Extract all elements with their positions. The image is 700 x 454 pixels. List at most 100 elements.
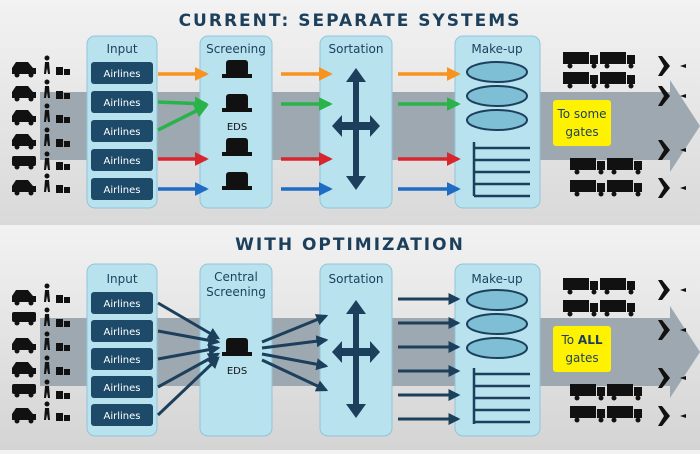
carousel-icon xyxy=(466,337,528,359)
airplane-icon xyxy=(648,178,686,198)
airline-box xyxy=(91,149,153,171)
bottom-gates-line2: gates xyxy=(565,351,598,365)
bottom-screening-header-line2: Screening xyxy=(206,285,266,299)
bottom-diverging-arrows xyxy=(261,314,329,392)
luggage-icon xyxy=(56,295,70,303)
bottom-eds-label: EDS xyxy=(227,366,247,377)
car-icon xyxy=(12,180,36,196)
flow-arrow-green xyxy=(157,96,209,111)
airplane-icon xyxy=(648,280,686,300)
airplane-icon xyxy=(648,368,686,388)
bottom-makeup-arrows xyxy=(398,293,461,425)
carousel-icon xyxy=(466,313,528,335)
bottom-airline-boxes: Airlines Airlines Airlines Airlines Airl… xyxy=(91,292,153,426)
flow-arrow-navy xyxy=(261,358,329,392)
flow-arrow-navy xyxy=(157,329,221,347)
flow-arrow-navy xyxy=(261,314,329,344)
truck-icon xyxy=(563,278,598,295)
luggage-icon xyxy=(56,162,70,170)
passenger-icon xyxy=(44,127,50,146)
bus-icon xyxy=(12,312,36,326)
airplane-icon xyxy=(648,56,686,76)
airline-box xyxy=(91,348,153,370)
luggage-icon xyxy=(56,67,70,75)
luggage-icon xyxy=(56,391,70,399)
eds-machine-icon xyxy=(222,138,252,156)
bottom-trucks-planes xyxy=(563,278,686,426)
luggage-icon xyxy=(56,343,70,351)
passenger-icon xyxy=(44,331,50,350)
luggage-icon xyxy=(56,185,70,193)
airline-box xyxy=(91,120,153,142)
top-input-header: Input xyxy=(106,42,137,56)
passenger-icon xyxy=(44,379,50,398)
bottom-converging-arrows xyxy=(156,301,221,417)
truck-icon xyxy=(563,72,598,89)
airline-box xyxy=(91,320,153,342)
top-screening-header: Screening xyxy=(206,42,266,56)
car-icon xyxy=(12,110,36,126)
passenger-icon xyxy=(44,79,50,98)
top-makeup-header: Make-up xyxy=(471,42,522,56)
airline-label: Airlines xyxy=(104,156,141,167)
gates-emphasis: ALL xyxy=(578,333,603,347)
airplane-icon xyxy=(648,140,686,160)
top-gates-box xyxy=(553,100,611,146)
airplane-icon xyxy=(648,86,686,106)
passenger-icon xyxy=(44,173,50,192)
bottom-sortation-arrow-icon xyxy=(332,300,380,418)
top-gates-line2: gates xyxy=(565,125,598,139)
top-flow-arrows xyxy=(157,67,461,196)
truck-icon xyxy=(600,52,635,69)
airline-label: Airlines xyxy=(104,185,141,196)
airline-label: Airlines xyxy=(104,355,141,366)
top-screening-panel xyxy=(199,35,273,209)
bottom-makeup-header: Make-up xyxy=(471,272,522,286)
passenger-icon xyxy=(44,307,50,326)
eds-machine-icon xyxy=(222,60,252,78)
luggage-icon xyxy=(56,115,70,123)
truck-icon xyxy=(607,180,642,197)
top-passengers xyxy=(12,55,70,196)
bottom-input-header: Input xyxy=(106,272,137,286)
truck-icon xyxy=(600,72,635,89)
truck-icon xyxy=(570,406,605,423)
top-title: CURRENT: SEPARATE SYSTEMS xyxy=(179,11,522,31)
top-eds-label: EDS xyxy=(227,122,247,133)
bottom-sortation-header: Sortation xyxy=(329,272,384,286)
truck-icon xyxy=(570,180,605,197)
luggage-icon xyxy=(56,139,70,147)
passenger-icon xyxy=(44,151,50,170)
bus-icon xyxy=(12,156,36,170)
bottom-section: WITH OPTIMIZATION Input Central Screenin… xyxy=(12,235,700,437)
makeup-rack-icon xyxy=(472,142,530,198)
top-section: CURRENT: SEPARATE SYSTEMS Input Screenin… xyxy=(12,11,700,209)
truck-icon xyxy=(607,406,642,423)
airline-box xyxy=(91,376,153,398)
airplane-icon xyxy=(648,320,686,340)
airline-label: Airlines xyxy=(104,411,141,422)
bottom-screening-header-line1: Central xyxy=(214,270,258,284)
airline-box xyxy=(91,404,153,426)
top-sortation-header: Sortation xyxy=(329,42,384,56)
car-icon xyxy=(12,86,36,102)
bottom-title: WITH OPTIMIZATION xyxy=(235,235,465,255)
top-gates-line1: To some xyxy=(556,107,606,121)
truck-icon xyxy=(563,52,598,69)
luggage-icon xyxy=(56,413,70,421)
flow-arrow-navy xyxy=(157,301,221,340)
top-trucks-planes xyxy=(563,52,686,198)
airline-box xyxy=(91,62,153,84)
airline-label: Airlines xyxy=(104,327,141,338)
passenger-icon xyxy=(44,283,50,302)
passenger-icon xyxy=(44,103,50,122)
truck-icon xyxy=(563,300,598,317)
bottom-gates-line1: To ALL xyxy=(560,333,602,347)
airline-label: Airlines xyxy=(104,69,141,80)
top-eds-machines xyxy=(222,60,252,190)
eds-machine-icon xyxy=(222,94,252,112)
truck-icon xyxy=(600,278,635,295)
passenger-icon xyxy=(44,355,50,374)
bottom-makeup-carousels xyxy=(466,289,530,424)
